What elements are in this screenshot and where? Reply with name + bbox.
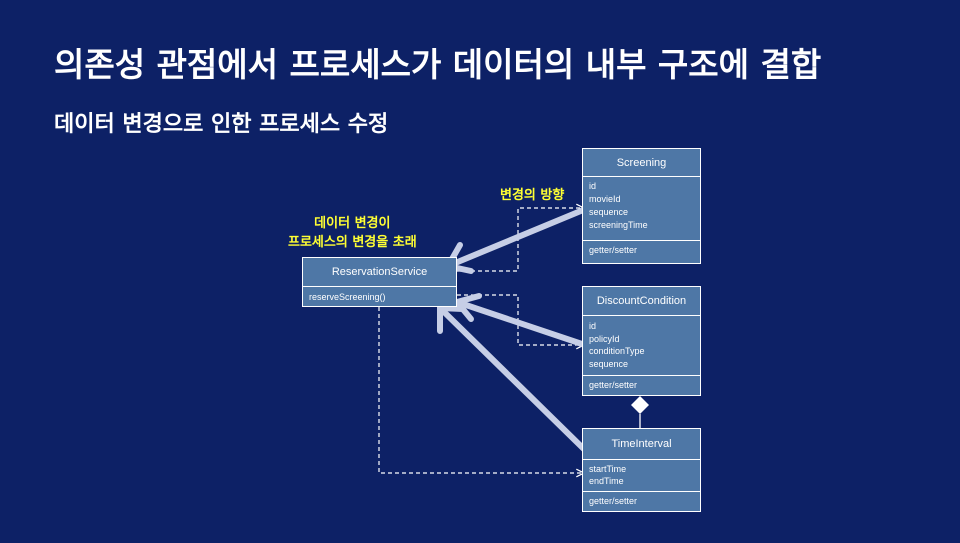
class-screening: Screening id movieId sequence screeningT… — [582, 148, 701, 264]
class-fields: id movieId sequence screeningTime — [583, 177, 700, 241]
class-fields: id policyId conditionType sequence — [583, 316, 700, 376]
method-item: reserveScreening() — [309, 292, 386, 302]
change-arrow-from-screening — [445, 205, 591, 269]
class-time-interval: TimeInterval startTime endTime getter/se… — [582, 428, 701, 512]
field-item: id — [589, 321, 597, 331]
class-name: DiscountCondition — [583, 287, 700, 316]
field-item: screeningTime — [589, 220, 648, 230]
class-discount-condition: DiscountCondition id policyId conditionT… — [582, 286, 701, 396]
field-item: policyId — [589, 333, 620, 344]
class-methods: reserveScreening() — [303, 287, 456, 308]
change-impact-line-1: 데이터 변경이 — [314, 216, 391, 231]
class-methods: getter/setter — [583, 241, 700, 261]
composition-diamond — [631, 396, 649, 414]
slide-title: 의존성 관점에서 프로세스가 데이터의 내부 구조에 결합 — [54, 45, 822, 84]
field-item: sequence — [589, 358, 629, 369]
change-arrow-head-time-interval — [437, 304, 466, 334]
field-item: startTime — [589, 464, 627, 474]
change-impact-line-2: 프로세스의 변경을 초래 — [288, 235, 417, 250]
class-reservation-service: ReservationService reserveScreening() — [302, 257, 457, 307]
slide-subtitle: 데이터 변경으로 인한 프로세스 수정 — [54, 112, 389, 137]
field-item: endTime — [589, 476, 624, 486]
method-item: getter/setter — [589, 496, 638, 506]
method-item: getter/setter — [589, 380, 638, 390]
change-arrow-from-discount-condition — [454, 299, 588, 348]
class-name: ReservationService — [303, 258, 456, 287]
change-arrow-head-discount-condition — [451, 293, 482, 322]
change-impact-note: 데이터 변경이 프로세스의 변경을 초래 — [288, 214, 417, 252]
class-name: TimeInterval — [583, 429, 700, 460]
class-methods: getter/setter — [583, 492, 700, 512]
dependency-line-time-interval — [378, 307, 584, 473]
field-item: movieId — [589, 194, 621, 204]
method-item: getter/setter — [589, 245, 638, 255]
change-arrow-from-time-interval — [437, 305, 593, 458]
field-item: id — [589, 181, 597, 191]
class-methods: getter/setter — [583, 376, 700, 396]
class-name: Screening — [583, 149, 700, 177]
change-direction-label: 변경의 방향 — [500, 188, 565, 203]
class-fields: startTime endTime — [583, 460, 700, 492]
field-item: sequence — [589, 207, 629, 217]
field-item: conditionType — [589, 346, 645, 356]
